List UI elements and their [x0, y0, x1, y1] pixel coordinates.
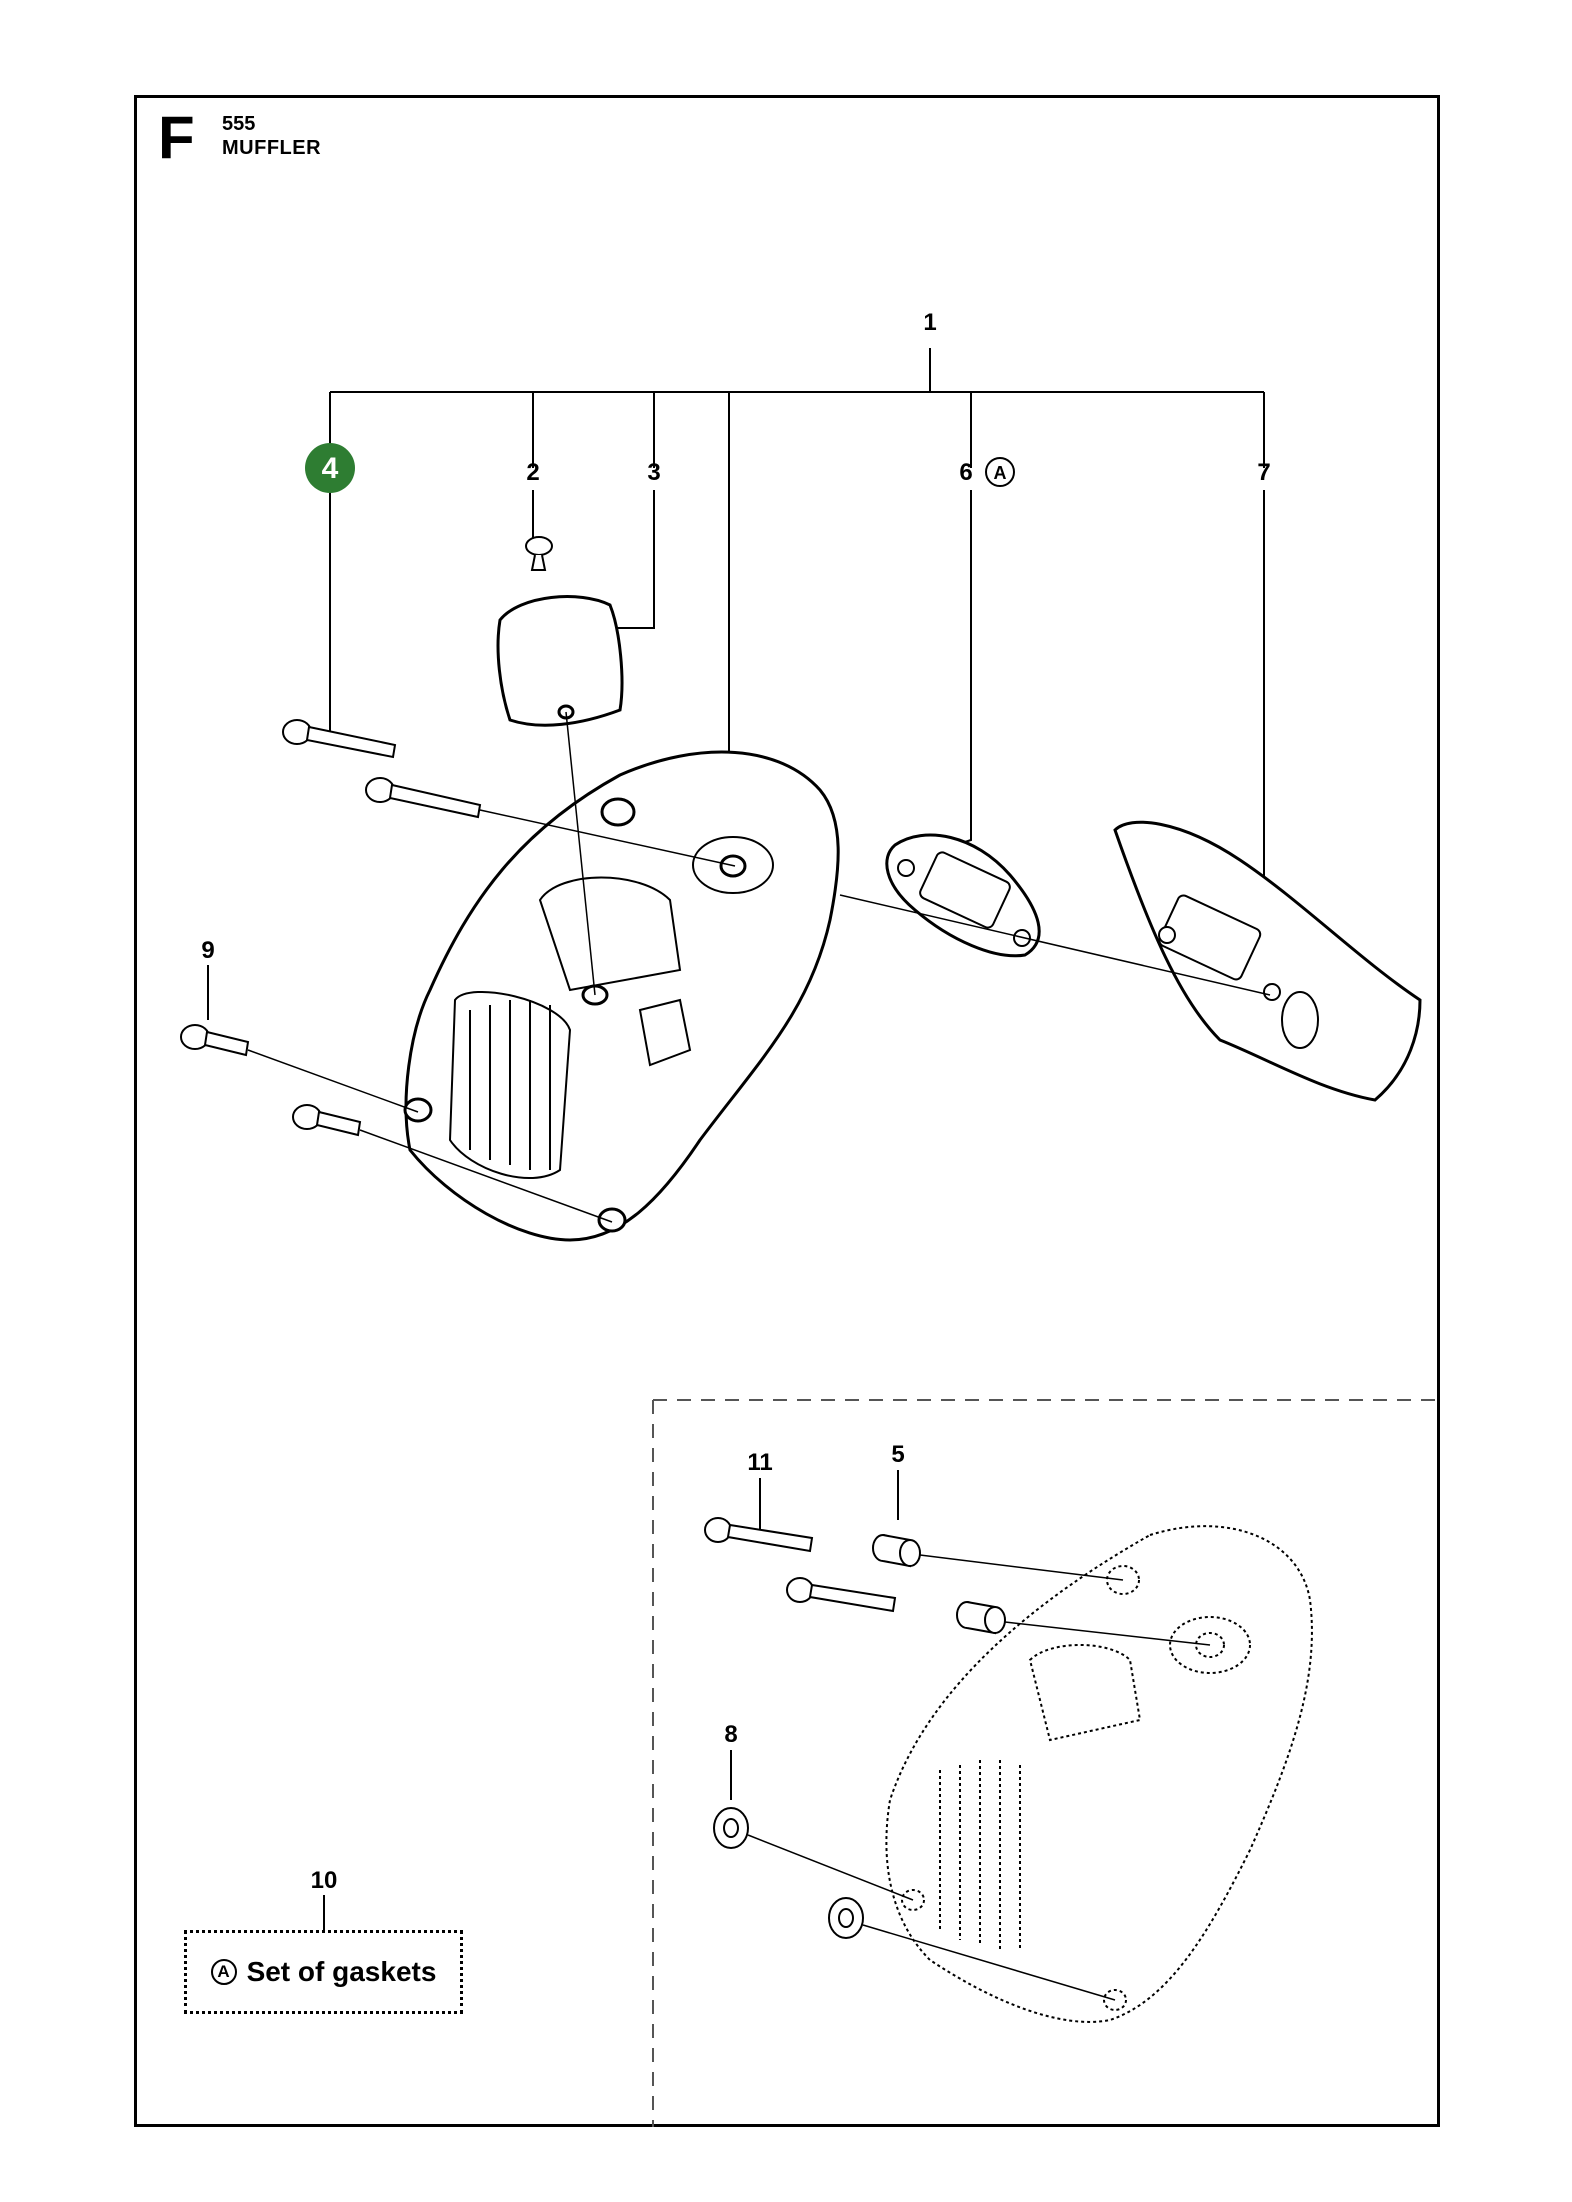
callout-1-bracket [329, 348, 1265, 755]
inset-spacer-lower [956, 1601, 1006, 1635]
callout-7: 7 [1257, 459, 1270, 486]
assembly-lines [247, 711, 1271, 1223]
legend-text: Set of gaskets [246, 1956, 437, 1987]
muffler-body [403, 750, 840, 1242]
page-title: MUFFLER [222, 137, 322, 159]
legend-box: A Set of gaskets [184, 1930, 463, 2014]
gasket-set-marker-letter: A [994, 463, 1007, 483]
callout-1: 1 [923, 309, 936, 336]
callout-5: 5 [891, 1441, 904, 1468]
bolt-short-upper [180, 1024, 250, 1057]
legend-marker: A [210, 1959, 237, 1985]
callout-11: 11 [747, 1449, 772, 1476]
model-number: 555 [222, 113, 256, 135]
leader-6 [934, 490, 972, 853]
gasket-set-marker [985, 457, 1015, 487]
heat-shield-part [1113, 820, 1422, 1102]
callout-6: 6 [959, 459, 972, 486]
diagram-frame [134, 95, 1440, 2127]
callout-4-badge [305, 443, 355, 493]
deflector-part [496, 595, 624, 727]
inset-assembly-lines [747, 1554, 1211, 2001]
inset-spacer-upper [872, 1534, 921, 1568]
leader-7 [1249, 490, 1265, 926]
gasket-part [885, 833, 1041, 958]
section-letter: F [158, 104, 195, 171]
inset-muffler-body [885, 1525, 1313, 2023]
inset-washer-lower [828, 1897, 864, 1939]
callout-8: 8 [724, 1721, 737, 1748]
bolt-short-lower [292, 1104, 362, 1137]
screw-small [525, 536, 553, 571]
callout-10: 10 [311, 1867, 338, 1894]
inset-washer-upper [713, 1807, 749, 1849]
leader-3 [605, 490, 655, 629]
callout-2: 2 [526, 459, 539, 486]
inset-boundary [652, 1399, 1440, 2127]
callout-3: 3 [647, 459, 660, 486]
callout-9: 9 [201, 937, 214, 964]
inset-bolt-upper [704, 1517, 814, 1553]
inset-bolt-lower [786, 1577, 897, 1613]
callout-4: 4 [322, 452, 339, 485]
bolt-long-upper [282, 719, 397, 759]
bolt-long-lower [365, 777, 482, 819]
